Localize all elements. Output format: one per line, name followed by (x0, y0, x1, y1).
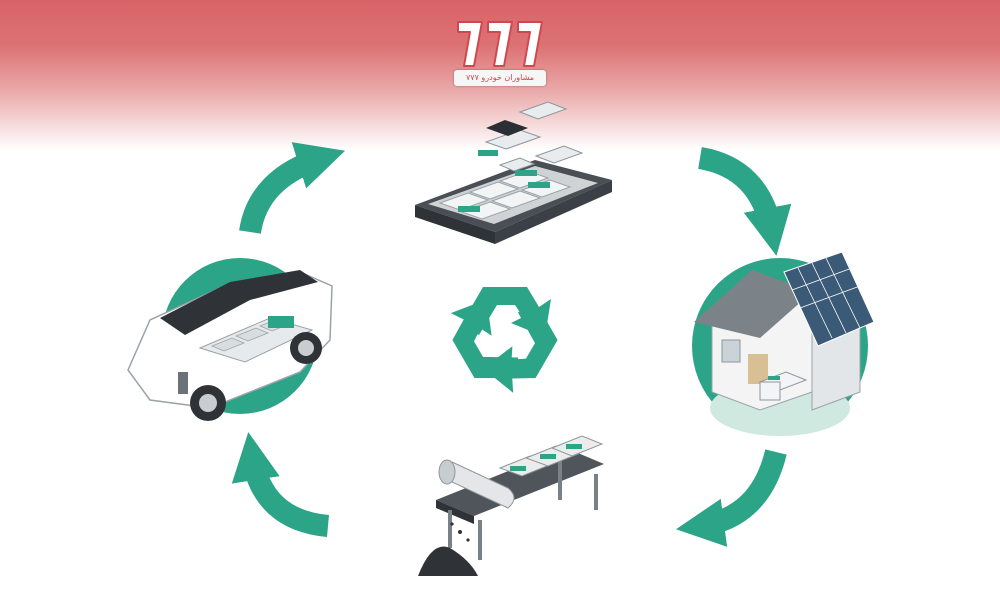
car-wheel-front (190, 385, 226, 421)
recycle-icon (450, 287, 558, 393)
arrow-car-to-battery (239, 142, 346, 235)
recycling-conveyor-illustration (418, 435, 604, 576)
brand-caption: مشاوران خودرو ۷۷۷ (454, 70, 546, 86)
arrow-house-to-factory (676, 449, 787, 547)
brand-logo (457, 21, 543, 67)
arrow-battery-to-house (697, 147, 792, 256)
arrow-factory-to-car (231, 432, 330, 537)
electric-car-illustration (127, 258, 333, 421)
solar-house-illustration (692, 251, 875, 436)
car-wheel-rear (290, 332, 322, 364)
battery-pack-illustration (415, 101, 612, 244)
